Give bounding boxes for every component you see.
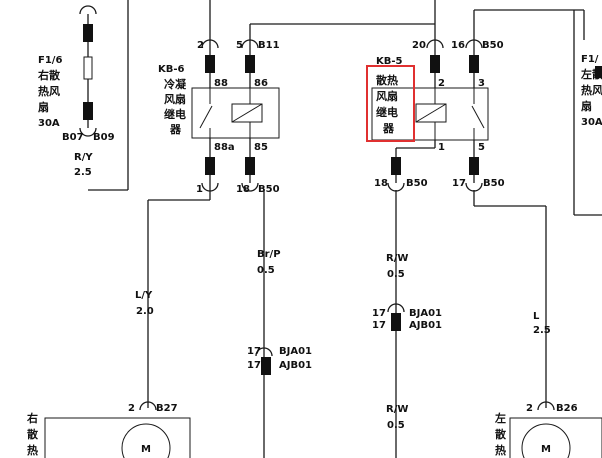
- relay-pin-label: 1: [438, 142, 445, 153]
- wire-size: 2.0: [136, 306, 154, 317]
- relay-name-line: 器: [169, 123, 182, 136]
- relay-id: KB-6: [158, 64, 185, 75]
- fuse-name-line: 扇: [581, 99, 592, 113]
- relay-name-line: 继电: [376, 105, 398, 119]
- connector-code: B27: [156, 403, 178, 414]
- pin-number: 17: [452, 178, 466, 189]
- fuse-id: F1/6: [38, 55, 62, 66]
- relay-name-line: 风扇: [164, 92, 186, 106]
- top-bus: [209, 0, 585, 40]
- right-fuse-branch: F1/ 左散 热风 扇 30A: [573, 10, 602, 216]
- connector-code: B26: [556, 403, 578, 414]
- fuse-name-line: 热风: [581, 83, 602, 97]
- fuse-rating: 30A: [581, 117, 602, 128]
- pin-number: 18: [374, 178, 388, 189]
- motor-symbol: [121, 423, 171, 458]
- lower-wires: L/Y 2.0 Br/P 0.5 17 17 BJA01 AJB01 R/W 0…: [135, 183, 551, 458]
- fuse-id: F1/: [581, 54, 599, 65]
- connector-code: B09: [93, 132, 115, 143]
- fuse-rating: 30A: [38, 118, 60, 129]
- wire-color: R/W: [386, 404, 408, 415]
- relay-pin-label: 88a: [214, 142, 235, 153]
- relay-coil: [415, 103, 447, 123]
- wire-size: 0.5: [387, 420, 405, 431]
- motor-name-line: 热: [495, 443, 506, 457]
- relay-pin-label: 88: [214, 78, 228, 89]
- relay-pin-label: 85: [254, 142, 268, 153]
- fuse-name-line: 热风: [38, 84, 60, 98]
- relay-kb6: 2 5 B11 88 86 88a 85 1 18 B50 KB-6 冷凝 风扇…: [158, 39, 280, 195]
- wire-size: 0.5: [257, 265, 275, 276]
- pin-number: 2: [128, 403, 135, 414]
- motor-name-line: 散: [495, 427, 507, 441]
- pin-number: 2: [526, 403, 533, 414]
- motor-symbol: [521, 423, 571, 458]
- relay-name-line: 冷凝: [164, 77, 187, 91]
- relay-name-line: 风扇: [376, 89, 398, 103]
- left-fuse-branch: F1/6 右散 热风 扇 30A B07 B09 R/Y 2.5: [37, 0, 129, 191]
- wire-size: 2.5: [74, 167, 92, 178]
- fuse-name-line: 右散: [37, 68, 61, 82]
- pin-number: 17: [372, 320, 386, 331]
- pin-number: 20: [412, 40, 426, 51]
- fuse-symbol: [83, 56, 93, 80]
- motor-left: M 2 B27 右 散 热: [26, 401, 191, 458]
- motor-name-line: 热: [27, 443, 38, 457]
- connector-code: B50: [258, 184, 280, 195]
- connector-code: B07: [62, 132, 84, 143]
- motor-name-line: 左: [494, 411, 506, 425]
- wire-color: R/W: [386, 253, 408, 264]
- connector-code: B11: [258, 40, 280, 51]
- connector-code: BJA01: [279, 346, 312, 357]
- connector-pin-block: [83, 102, 93, 120]
- motor-name-line: 散: [27, 427, 39, 441]
- relay-box: [191, 87, 280, 139]
- pin-number: 1: [196, 184, 203, 195]
- pin-number: 2: [197, 40, 204, 51]
- fuse-name-line: 扇: [38, 100, 49, 114]
- pin-number: 5: [236, 40, 243, 51]
- connector-code: AJB01: [279, 360, 312, 371]
- motor-name-line: 右: [26, 411, 38, 425]
- wire-color: L/Y: [135, 290, 153, 301]
- pin-number: 16: [451, 40, 465, 51]
- relay-name-line: 器: [382, 122, 395, 135]
- connector-pin-block: [83, 24, 93, 42]
- relay-name-line: 散热: [376, 73, 398, 87]
- pin-number: 17: [247, 346, 261, 357]
- highlight-box: [366, 65, 415, 142]
- pin-number: 17: [372, 308, 386, 319]
- connector-code: AJB01: [409, 320, 442, 331]
- relay-pin-label: 5: [478, 142, 485, 153]
- relay-kb5: 20 16 B50 KB-5 2 3 1 5 18 B50 17 B50 散热 …: [366, 39, 505, 192]
- wire-size: 0.5: [387, 269, 405, 280]
- wire-size: 2.5: [533, 325, 551, 336]
- motor-label: M: [141, 444, 151, 455]
- pin-number: 17: [247, 360, 261, 371]
- relay-pin-label: 86: [254, 78, 268, 89]
- connector-code: B50: [482, 40, 504, 51]
- wire-color: R/Y: [74, 152, 93, 163]
- relay-coil: [231, 103, 263, 123]
- relay-box: [371, 87, 489, 141]
- connector-code: B50: [483, 178, 505, 189]
- relay-pin-label: 3: [478, 78, 485, 89]
- relay-id: KB-5: [376, 56, 403, 67]
- relay-pin-label: 2: [438, 78, 445, 89]
- wire-color: Br/P: [257, 249, 281, 260]
- relay-name-line: 继电: [164, 107, 186, 121]
- wire-color: L: [533, 311, 540, 322]
- motor-label: M: [541, 444, 551, 455]
- pin-number: 18: [236, 184, 250, 195]
- connector-code: B50: [406, 178, 428, 189]
- motor-right: M 2 B26 左 散 热: [494, 401, 602, 458]
- connector-code: BJA01: [409, 308, 442, 319]
